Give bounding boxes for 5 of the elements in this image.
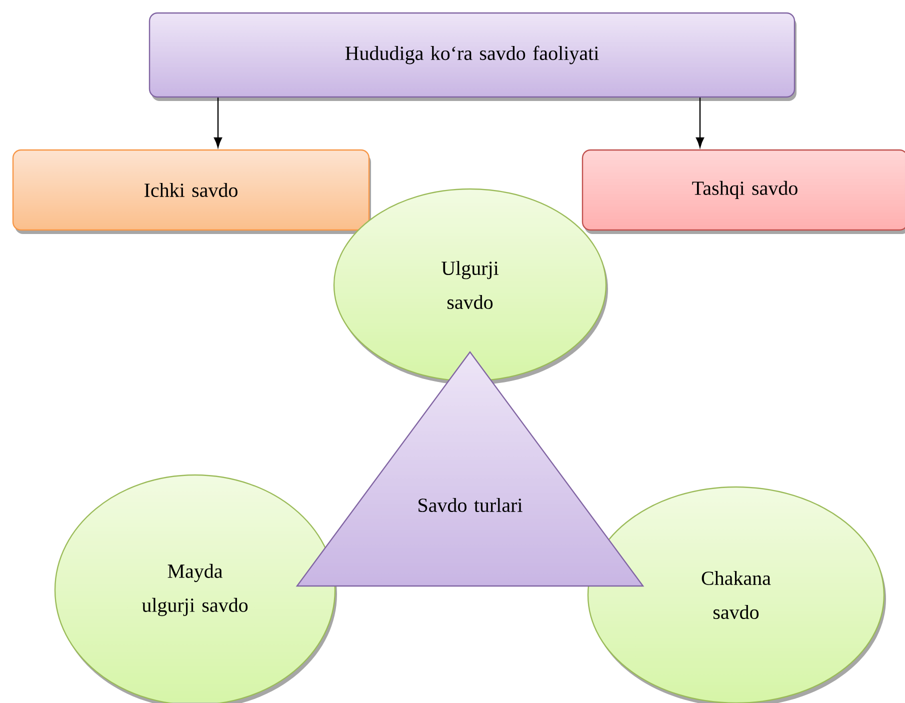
category-box: Ichki savdo bbox=[12, 149, 371, 234]
category-box: Tashqi savdo bbox=[582, 149, 905, 234]
arrow bbox=[214, 98, 222, 148]
category-box: Hududiga ko‘ra savdo faoliyati bbox=[148, 12, 796, 101]
arrow bbox=[696, 98, 704, 148]
